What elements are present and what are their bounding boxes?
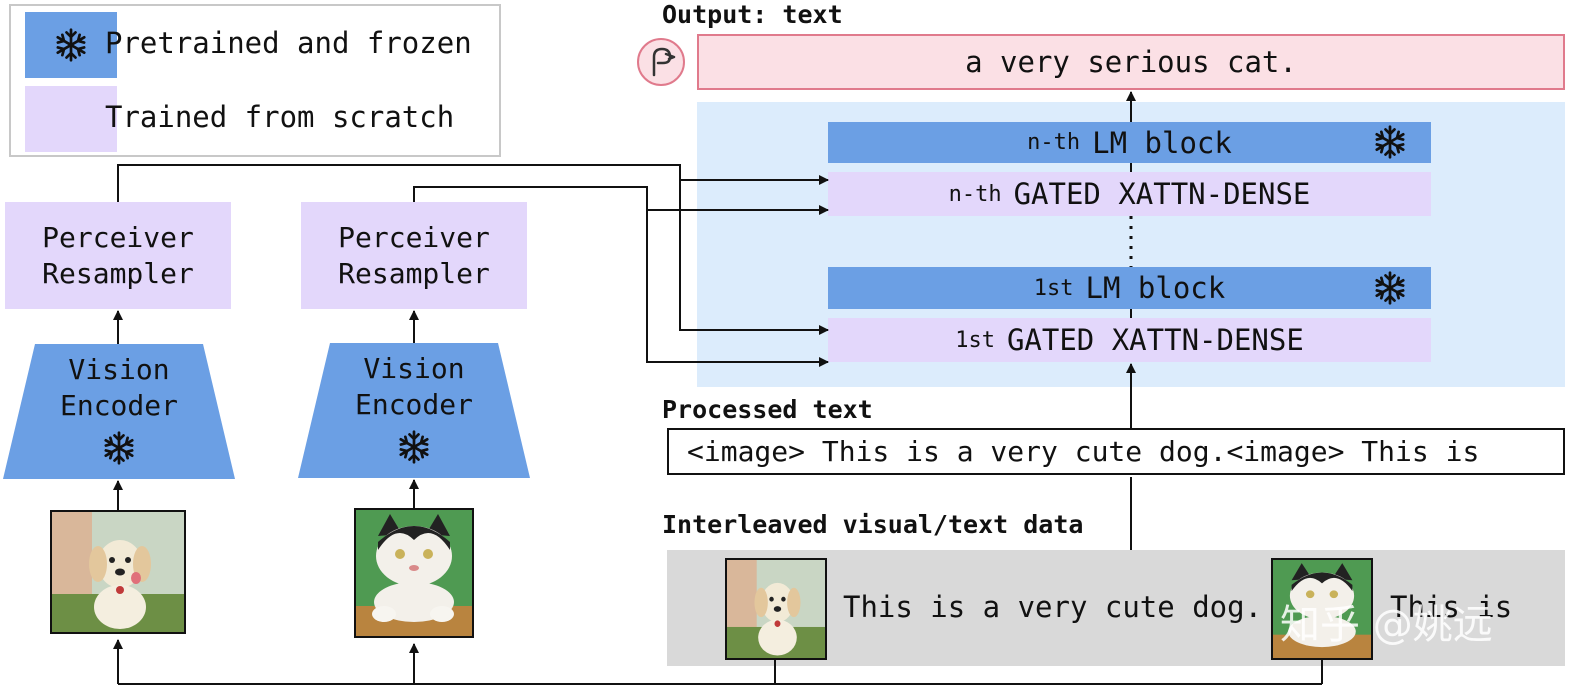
perceiver-left-line2: Resampler <box>42 256 194 290</box>
interleaved-heading: Interleaved visual/text data <box>662 510 1084 539</box>
nth-xattn-prefix: n-th <box>948 181 1002 207</box>
interleaved-dog-image <box>725 558 827 660</box>
snowflake-icon <box>399 430 429 464</box>
legend-scratch-label: Trained from scratch <box>105 100 455 134</box>
output-text-box: a very serious cat. <box>697 34 1565 90</box>
dog-photo <box>727 560 825 658</box>
first-lm-label: LM block <box>1085 271 1226 305</box>
legend: Pretrained and frozen Trained from scrat… <box>9 4 501 157</box>
processed-text: <image> This is a very cute dog.<image> … <box>687 435 1480 468</box>
watermark-text: 知乎 @姚远 <box>1280 602 1493 648</box>
nth-lm-block: n-th LM block <box>828 122 1431 163</box>
processed-heading: Processed text <box>662 395 873 424</box>
encoder-right-line1: Vision <box>363 352 465 385</box>
snowflake-icon <box>56 28 86 62</box>
dog-photo <box>52 512 184 632</box>
interleaved-cat-image <box>1271 558 1373 660</box>
legend-frozen-label: Pretrained and frozen <box>105 26 472 60</box>
first-lm-prefix: 1st <box>1033 275 1074 301</box>
nth-gated-xattn-dense: n-th GATED XATTN-DENSE <box>828 172 1431 216</box>
encoder-right-shape <box>298 343 530 478</box>
flamingo-logo-icon <box>636 37 686 87</box>
encoder-left-shape <box>3 344 235 479</box>
first-xattn-label: GATED XATTN-DENSE <box>1006 323 1304 357</box>
encoder-left-line2: Encoder <box>59 389 178 422</box>
encoder-right-line2: Encoder <box>354 388 473 421</box>
legend-scratch-swatch <box>25 86 117 152</box>
dog-image-left <box>50 510 186 634</box>
snowflake-icon <box>1372 270 1408 311</box>
perceiver-right-line2: Resampler <box>338 256 490 290</box>
snowflake-icon <box>1372 124 1408 165</box>
cat-photo <box>1273 560 1371 658</box>
interleaved-text: This is a very cute dog. <box>843 590 1263 624</box>
output-heading: Output: text <box>662 0 843 29</box>
first-lm-block: 1st LM block <box>828 267 1431 309</box>
nth-xattn-label: GATED XATTN-DENSE <box>1013 177 1311 211</box>
first-xattn-prefix: 1st <box>955 327 995 353</box>
encoder-left-line1: Vision <box>68 353 170 386</box>
output-text: a very serious cat. <box>965 45 1297 79</box>
perceiver-left-line1: Perceiver <box>42 220 194 254</box>
perceiver-right-line1: Perceiver <box>338 220 490 254</box>
cat-image-right <box>354 508 474 638</box>
legend-frozen-swatch <box>25 12 117 78</box>
cat-photo <box>356 510 472 636</box>
first-gated-xattn-dense: 1st GATED XATTN-DENSE <box>828 318 1431 362</box>
snowflake-icon <box>104 431 134 465</box>
interleaved-text-tail: This is <box>1390 590 1513 624</box>
processed-text-box: <image> This is a very cute dog.<image> … <box>667 428 1565 475</box>
nth-lm-prefix: n-th <box>1027 130 1081 155</box>
nth-lm-label: LM block <box>1092 125 1232 160</box>
